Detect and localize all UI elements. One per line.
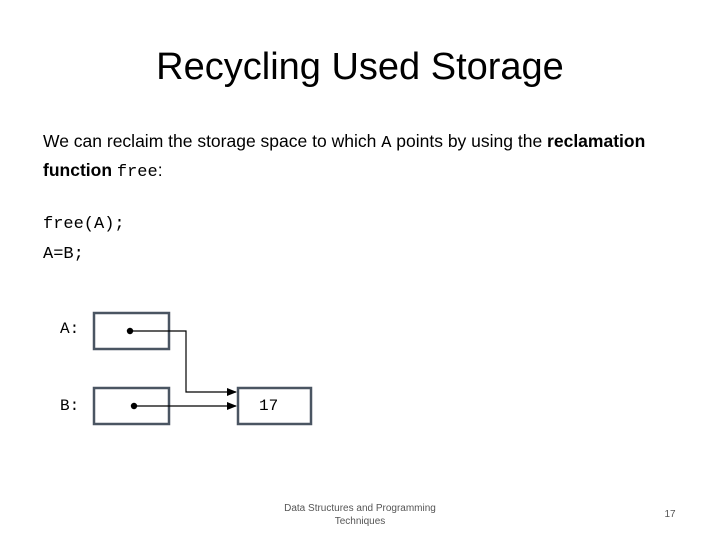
code-line-free: free(A); (43, 215, 125, 234)
pointer-arrow-a (130, 330, 237, 396)
target-cell-value: 17 (259, 397, 279, 415)
footer-line-1: Data Structures and Programming (284, 503, 436, 514)
intro-text-4: : (157, 160, 163, 180)
slide-title: Recycling Used Storage (156, 46, 564, 88)
intro-term-reclamation-function: reclamation function (43, 131, 646, 180)
label-b: B: (60, 397, 80, 415)
footer-line-2: Techniques (334, 516, 386, 527)
code-block: free(A); A=B; (43, 210, 125, 270)
intro-paragraph: We can reclaim the storage space to whic… (43, 128, 693, 186)
code-line-assign: A=B; (43, 245, 84, 264)
intro-text-1: We can reclaim the storage space to whic… (43, 131, 382, 151)
intro-func-free: free (116, 163, 158, 182)
intro-var-a: A (381, 134, 392, 153)
page-number: 17 (664, 509, 676, 520)
intro-text-2: points by using the (391, 131, 548, 151)
footer-course-title: Data Structures and Programming Techniqu… (270, 502, 450, 528)
target-cell-box (236, 386, 313, 426)
label-a: A: (60, 320, 80, 338)
